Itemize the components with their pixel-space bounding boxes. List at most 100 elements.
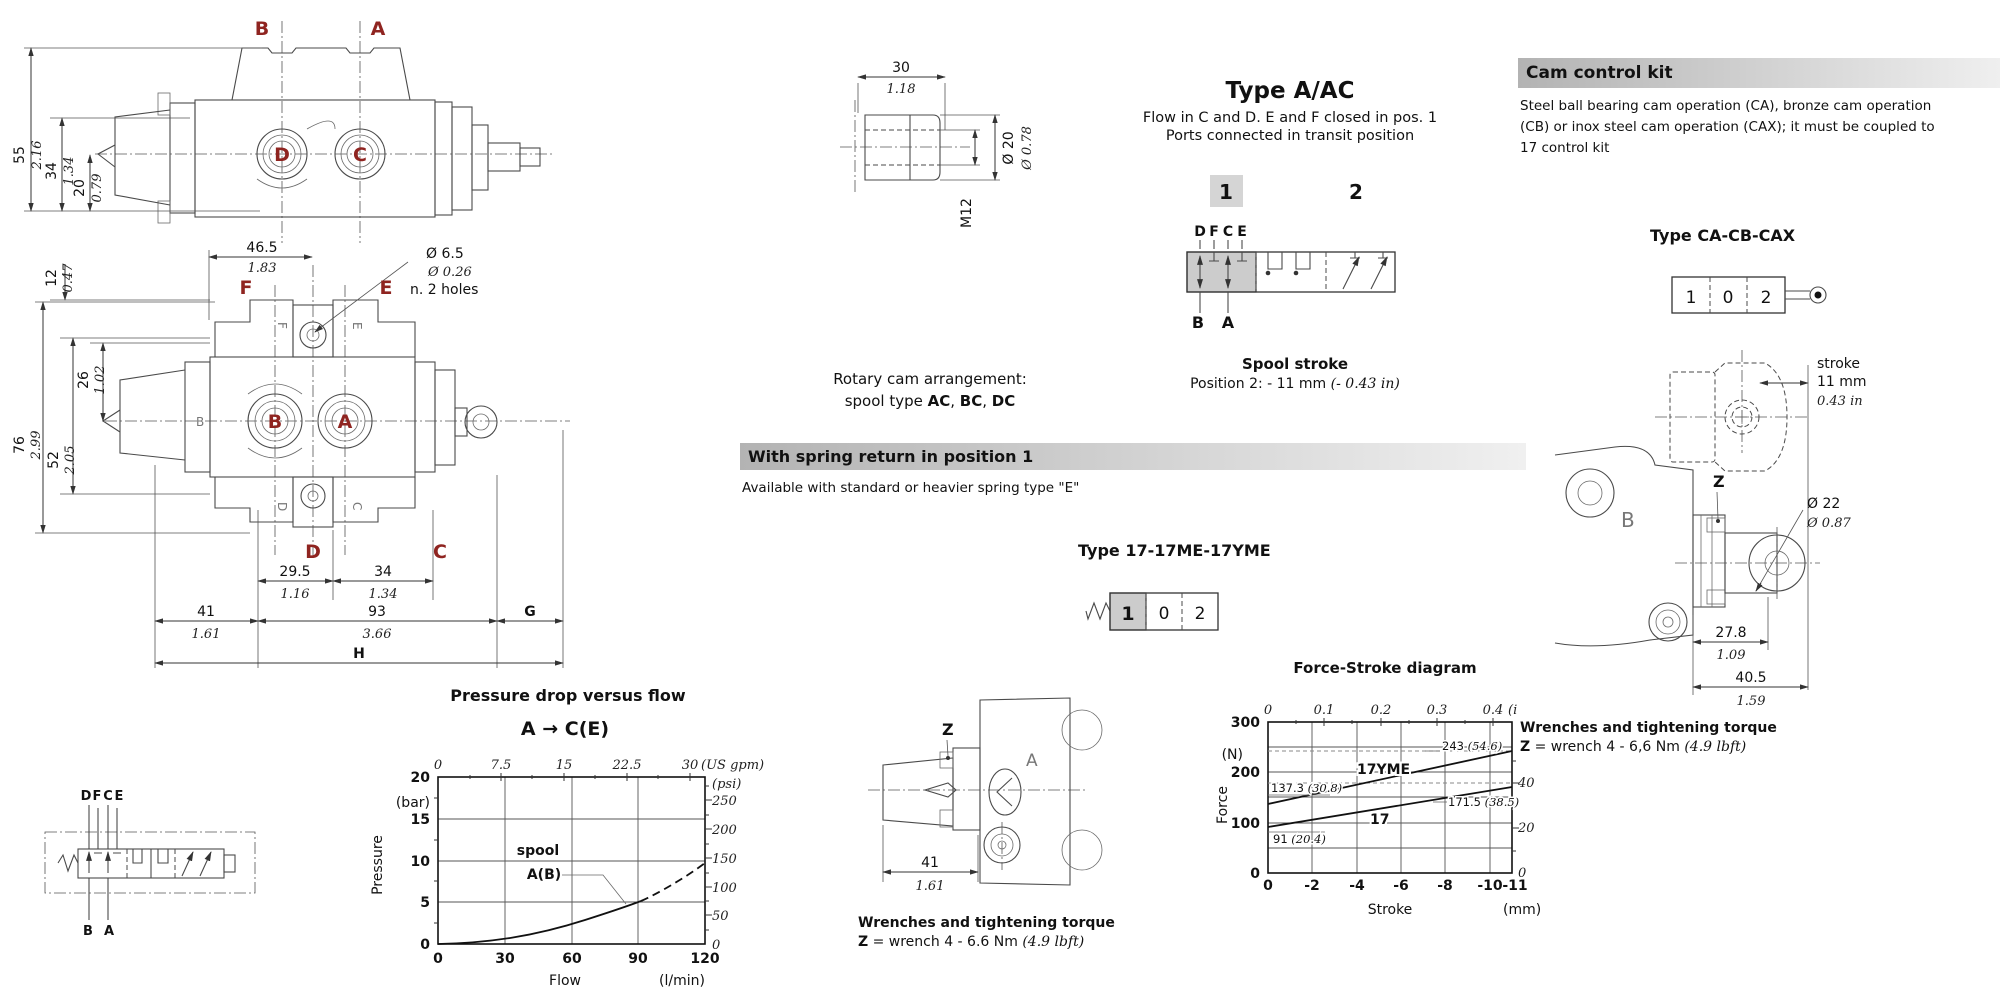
bar-15: 15	[411, 812, 430, 828]
cam-kit-line1: Steel ball bearing cam operation (CA), b…	[1520, 98, 1932, 114]
schem-c: C	[103, 789, 113, 804]
cam-z-label: Z	[1713, 472, 1725, 491]
pos2-label: 2	[1349, 180, 1363, 204]
lmin-90: 90	[628, 951, 648, 967]
in-02: 0.2	[1371, 703, 1392, 718]
valve-front-view-drawing: F E D C B 46.5 1.83 Ø 6.5 Ø 0.26 n. 2 ho…	[12, 240, 570, 668]
stroke-xlabel: Stroke	[1368, 902, 1413, 918]
dim-52-mm: 52	[46, 451, 62, 469]
val-1373: 137.3 (30.8)	[1271, 781, 1342, 795]
mid-dim-41-in: 1.61	[916, 879, 945, 894]
val-243: 243 (54.6)	[1442, 739, 1502, 753]
mm-6: -6	[1393, 878, 1409, 894]
psi-unit: (psi)	[712, 777, 741, 792]
plug-dim-30-in: 1.18	[887, 82, 916, 97]
ca-cell2: 0	[1723, 288, 1734, 308]
cam-dim-278: 27.8	[1715, 625, 1746, 641]
port-label-a2: A	[338, 411, 353, 433]
dim-g: G	[524, 604, 536, 620]
lmin-120: 120	[690, 951, 719, 967]
plug-drawing: 30 1.18 Ø 20 Ø 0.78 M12	[840, 60, 1035, 228]
dim-34-mm: 34	[44, 162, 60, 180]
cam-dia-in: Ø 0.87	[1806, 516, 1851, 531]
dim-20-in: 0.79	[90, 174, 105, 203]
type-aac-symbol: 1 2 D F C E B A	[1186, 175, 1396, 332]
bar-20: 20	[411, 770, 431, 786]
dim-41-mm: 41	[197, 604, 215, 620]
gpm-15: 15	[556, 758, 573, 773]
schem-a: A	[104, 924, 114, 939]
psi-250: 250	[711, 794, 737, 809]
gpm-unit: (US gpm)	[701, 758, 764, 773]
dim-12-in: 0.47	[61, 263, 76, 293]
force-title: Force-Stroke diagram	[1293, 659, 1476, 677]
port-label-d: D	[274, 144, 290, 166]
spring-return-title: With spring return in position 1	[748, 447, 1034, 466]
dim-26-in: 1.02	[93, 366, 108, 395]
dim-55-mm: 55	[12, 146, 28, 164]
type-aac-title: Type A/AC	[1225, 78, 1355, 104]
dim-12-mm: 12	[44, 269, 60, 287]
lmin-30: 30	[495, 951, 515, 967]
stroke-label: stroke	[1817, 356, 1860, 372]
dim-46-mm: 46.5	[246, 240, 277, 256]
schem-b: B	[83, 924, 93, 939]
cam-kit-band: Cam control kit	[1518, 58, 2000, 88]
dim-93-in: 3.66	[363, 627, 392, 642]
schem-f: F	[93, 789, 102, 804]
wrench-mid-title: Wrenches and tightening torque	[858, 915, 1115, 931]
cam-dim-405: 40.5	[1735, 670, 1766, 686]
stroke-mm: 11 mm	[1817, 374, 1867, 390]
psi-50: 50	[712, 909, 729, 924]
stamp-e: E	[350, 322, 364, 330]
port-label-c2: C	[433, 541, 447, 563]
rotary-line1: Rotary cam arrangement:	[833, 370, 1027, 388]
pressure-chart: Pressure drop versus flow A → C(E) 0 7.5…	[370, 686, 764, 989]
cam-kit-drawing: stroke 11 mm 0.43 in B Z Ø 22 Ø 0.87 27.…	[1554, 350, 1867, 709]
in-unit: (i	[1508, 703, 1517, 718]
port-label-b: B	[255, 18, 269, 40]
bar-unit: (bar)	[396, 795, 430, 811]
stroke-x-unit: (mm)	[1503, 902, 1541, 918]
ca-cell3: 2	[1761, 288, 1772, 308]
in-01: 0.1	[1314, 703, 1335, 718]
port-label-a: A	[371, 18, 386, 40]
spool-schematic: D F C E B A	[44, 789, 256, 939]
ann-ab: A(B)	[527, 867, 561, 883]
schem-e: E	[115, 789, 124, 804]
dim-34-in: 1.34	[62, 157, 77, 186]
stamp-d: D	[275, 502, 289, 511]
n-unit: (N)	[1222, 747, 1243, 763]
val-91: 91 (20.4)	[1273, 832, 1326, 846]
cam-kit-body: Steel ball bearing cam operation (CA), b…	[1520, 96, 1998, 159]
cam-dia-mm: Ø 22	[1807, 496, 1840, 512]
pressure-ylabel: Pressure	[370, 835, 386, 895]
mid-z-label: Z	[942, 720, 954, 739]
cam-kit-title: Cam control kit	[1526, 63, 1673, 83]
flow-unit: (l/min)	[659, 973, 705, 989]
spring-return-body: Available with standard or heavier sprin…	[742, 480, 1080, 496]
port-label-d2: D	[305, 541, 321, 563]
cam-stamp-b: B	[1621, 508, 1635, 532]
aac-port-a: A	[1222, 313, 1235, 332]
bar-5: 5	[420, 895, 430, 911]
type-ca-title: Type CA-CB-CAX	[1650, 226, 1796, 245]
in-0: 0	[1264, 703, 1272, 718]
cam-dim-405-in: 1.59	[1737, 694, 1766, 709]
type-aac-line1: Flow in C and D. E and F closed in pos. …	[1142, 110, 1438, 126]
wrench-right-line: Z = wrench 4 - 6,6 Nm (4.9 lbft)	[1520, 739, 1747, 755]
port-label-b2: B	[268, 411, 282, 433]
bar-0: 0	[420, 937, 430, 953]
pos1-label: 1	[1219, 180, 1233, 204]
dim-20-mm: 20	[72, 179, 88, 197]
mm-2: -2	[1304, 878, 1320, 894]
rotary-cam-text: Rotary cam arrangement: spool type AC, B…	[790, 368, 1070, 412]
hole-dia-in: Ø 0.26	[427, 265, 472, 280]
n-100: 100	[1231, 816, 1260, 832]
port-label-f: F	[240, 277, 253, 299]
plug-dia-in: Ø 0.78	[1020, 126, 1035, 171]
type-aac-line2: Ports connected in transit position	[1165, 128, 1415, 144]
pressure-title: Pressure drop versus flow	[450, 686, 686, 705]
force-ylabel: Force	[1215, 786, 1231, 824]
ca-cell1: 1	[1686, 288, 1697, 308]
